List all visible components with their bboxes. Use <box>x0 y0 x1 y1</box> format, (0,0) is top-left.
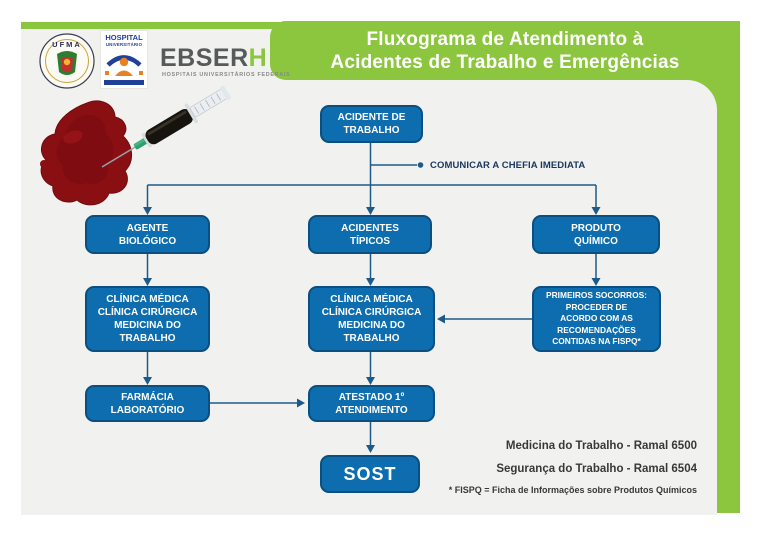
ebserh-logo-gray-text: EBSER <box>160 44 249 72</box>
content-corner-inner <box>687 80 717 110</box>
node-acidentes-tipicos: ACIDENTES TÍPICOS <box>308 215 432 254</box>
hospital-logo-bar <box>104 80 144 85</box>
page-title: Fluxograma de Atendimento à Acidentes de… <box>330 28 680 73</box>
hospital-logo-person-icon <box>105 55 143 76</box>
node-clinica-medica-center: CLÍNICA MÉDICA CLÍNICA CIRÚRGICA MEDICIN… <box>308 286 435 352</box>
content-corner-decoration <box>687 80 717 110</box>
node-sost: SOST <box>320 455 420 493</box>
node-atestado-atendimento: ATESTADO 1º ATENDIMENTO <box>308 385 435 422</box>
footer-fispq-note: * FISPQ = Ficha de Informações sobre Pro… <box>448 485 697 495</box>
ufma-logo: UFMA <box>39 33 95 89</box>
hospital-universitario-logo: HOSPITAL UNIVERSITÁRIO <box>100 30 148 89</box>
node-agente-biologico: AGENTE BIOLÓGICO <box>85 215 210 254</box>
syringe-icon <box>101 85 231 168</box>
ebserh-logo: EBSERH HOSPITAIS UNIVERSITÁRIOS FEDERAIS <box>160 45 291 78</box>
label-comunicar-chefia-imediata: COMUNICAR A CHEFIA IMEDIATA <box>430 160 586 171</box>
footer-medicina-ramal: Medicina do Trabalho - Ramal 6500 <box>505 440 697 452</box>
ebserh-logo-tagline: HOSPITAIS UNIVERSITÁRIOS FEDERAIS <box>162 72 291 78</box>
node-farmacia-laboratorio: FARMÁCIA LABORATÓRIO <box>85 385 210 422</box>
node-produto-quimico: PRODUTO QUÍMICO <box>532 215 660 254</box>
node-clinica-medica-left: CLÍNICA MÉDICA CLÍNICA CIRÚRGICA MEDICIN… <box>85 286 210 352</box>
ebserh-logo-wordmark: EBSERH <box>160 45 291 71</box>
footer-seguranca-ramal: Segurança do Trabalho - Ramal 6504 <box>496 463 697 475</box>
syringe-blood-illustration <box>40 85 231 206</box>
right-green-bar <box>717 22 740 513</box>
ufma-logo-label: UFMA <box>52 40 82 49</box>
title-banner: Fluxograma de Atendimento à Acidentes de… <box>270 21 740 80</box>
node-primeiros-socorros: PRIMEIROS SOCORROS: PROCEDER DE ACORDO C… <box>532 286 661 352</box>
hospital-logo-line2: UNIVERSITÁRIO <box>105 42 143 47</box>
hospital-logo-line1: HOSPITAL <box>105 33 143 42</box>
node-acidente-de-trabalho: ACIDENTE DE TRABALHO <box>320 105 423 143</box>
ebserh-logo-green-h: H <box>248 44 268 72</box>
